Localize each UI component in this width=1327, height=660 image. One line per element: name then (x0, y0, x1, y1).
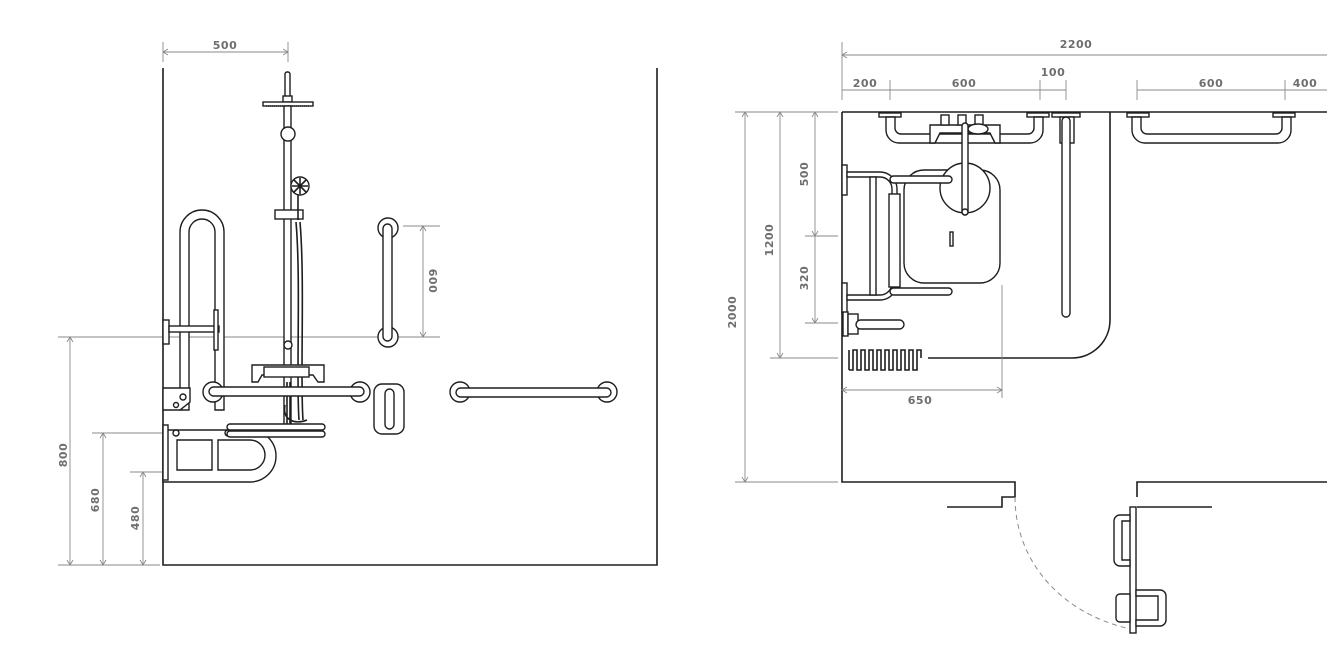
plan-fold-bar (842, 311, 905, 337)
plan-grab-bar-top-left (878, 112, 1050, 144)
dim-label-480: 480 (129, 506, 142, 530)
dimension-600-vertical: 600 (403, 225, 440, 338)
dimension-500-320: 500 320 (798, 111, 838, 324)
plan-shower-head (903, 122, 1001, 284)
dimension-1200: 1200 (763, 111, 838, 359)
dimension-680: 680 (89, 432, 165, 566)
dimension-2000: 2000 (726, 111, 838, 483)
plan-door-grab-bars (1113, 506, 1167, 634)
dimension-row-top: 200 600 100 600 400 (842, 66, 1327, 100)
dim-label-2000: 2000 (726, 296, 739, 329)
fold-up-grab-bar (162, 209, 225, 411)
dimension-800: 800 (57, 336, 160, 566)
dimension-2200: 2200 (841, 38, 1327, 100)
dim-label-400: 400 (1293, 77, 1317, 90)
plan-walls (841, 111, 1327, 508)
dim-label-1200: 1200 (763, 224, 776, 257)
dimension-650: 650 (841, 285, 1003, 407)
plan-grab-bar-top-right (1126, 112, 1296, 144)
horizontal-grab-bar-lower (162, 423, 326, 483)
shower-column (251, 71, 325, 427)
dim-label-320: 320 (798, 266, 811, 290)
dim-label-680: 680 (89, 488, 102, 512)
dim-label-500: 500 (213, 39, 237, 52)
plan-view: 2200 200 600 100 600 400 2000 1200 500 3… (726, 38, 1327, 634)
plan-shower-hose (848, 349, 922, 371)
dimension-480: 480 (129, 471, 165, 566)
dim-label-600-right: 600 (1199, 77, 1223, 90)
horizontal-grab-bar-right (449, 381, 618, 403)
dim-label-600-vertical: 600 (426, 269, 439, 293)
dim-label-200: 200 (853, 77, 877, 90)
dimension-500: 500 (162, 39, 289, 62)
door-swing-arc (1014, 496, 1136, 631)
elevation-view: 500 800 680 480 600 (57, 39, 658, 566)
plan-seat-frame (841, 164, 953, 314)
dim-label-500: 500 (798, 162, 811, 186)
dim-label-100: 100 (1041, 66, 1065, 79)
dim-label-800: 800 (57, 443, 70, 467)
wall-bracket (373, 383, 405, 435)
plan-vertical-grab-bar (1051, 112, 1081, 318)
horizontal-grab-bar-middle (202, 381, 371, 403)
elevation-walls (162, 68, 658, 566)
dim-label-600: 600 (952, 77, 976, 90)
dim-label-2200: 2200 (1060, 38, 1093, 51)
dim-label-650: 650 (908, 394, 932, 407)
vertical-grab-bar (377, 217, 399, 348)
